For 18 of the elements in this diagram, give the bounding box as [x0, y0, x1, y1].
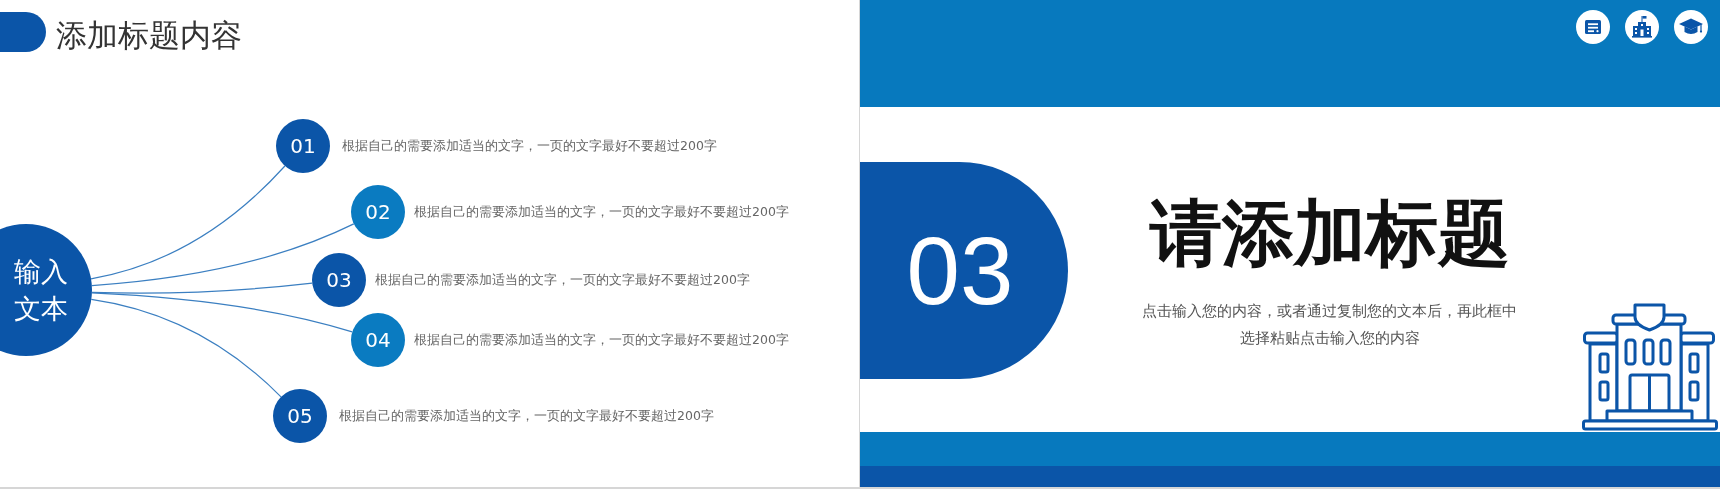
section-number-tab: 03	[860, 162, 1068, 379]
connector-curve	[90, 165, 286, 280]
item-description: 根据自己的需要添加适当的文字，一页的文字最好不要超过200字	[339, 407, 714, 425]
section-title: 请添加标题	[1148, 190, 1511, 276]
number-circle: 03	[312, 253, 366, 307]
item-description: 根据自己的需要添加适当的文字，一页的文字最好不要超过200字	[414, 203, 789, 221]
item-description: 根据自己的需要添加适当的文字，一页的文字最好不要超过200字	[414, 331, 789, 349]
number-circle: 02	[351, 185, 405, 239]
item-description: 根据自己的需要添加适当的文字，一页的文字最好不要超过200字	[375, 271, 750, 289]
connector-curve	[91, 223, 355, 287]
number-circle: 05	[273, 389, 327, 443]
slide-title: 添加标题内容	[56, 16, 242, 55]
connector-curve	[91, 292, 353, 333]
connector-curve	[90, 298, 282, 398]
item-description: 根据自己的需要添加适当的文字，一页的文字最好不要超过200字	[342, 137, 717, 155]
number-circle: 01	[276, 119, 330, 173]
section-subtitle: 点击输入您的内容，或者通过复制您的文本后，再此框中选择粘贴点击输入您的内容	[1141, 302, 1518, 348]
number-circle: 04	[351, 313, 405, 367]
